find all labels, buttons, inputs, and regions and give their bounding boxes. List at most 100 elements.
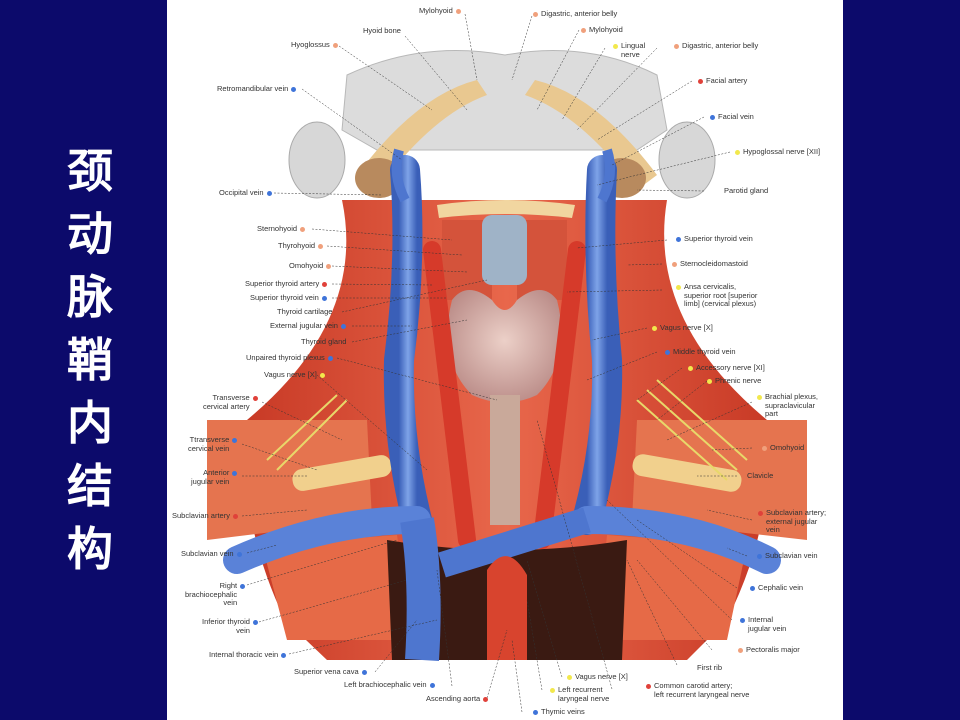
superior-thyroid-vein-right-marker (676, 237, 681, 242)
slide-title-char: 结 (67, 459, 113, 513)
slide-title-char: 动 (67, 207, 113, 261)
pectoralis-major-label: Pectoralis major (746, 645, 800, 654)
hypoglossal-nerve-label: Hypoglossal nerve [XII] (743, 147, 821, 156)
transverse-cervical-artery-label: Transverse cervical artery (203, 393, 250, 411)
sternohyoid-label: Sternohyoid (257, 224, 298, 233)
mylohyoid-top-label: Mylohyoid (419, 6, 453, 15)
thymic-veins-marker (533, 710, 538, 715)
vagus-nerve-bottom-marker (567, 675, 572, 680)
right-common-carotid (533, 241, 586, 549)
inferior-thyroid-vein-label: Inferior thyroid vein (202, 617, 250, 635)
slide-title-char: 内 (67, 396, 113, 450)
nerve-lines-left (266, 394, 348, 471)
digastric-anterior-top-marker (533, 12, 538, 17)
left-shoulder (207, 420, 372, 540)
left-subclavian-vein (223, 506, 431, 574)
occipital-vein-marker (266, 191, 272, 196)
vagus-nerve-left-label: Vagus nerve [X] (264, 370, 317, 379)
nerve-lines-right (636, 379, 748, 481)
superior-thyroid-artery-marker (322, 282, 328, 287)
brachial-plexus-label: Brachial plexus, supraclavicular part (765, 392, 818, 418)
left-brachiocephalic (400, 517, 441, 662)
accessory-nerve-marker (688, 366, 693, 371)
superior-vena-cava-marker (361, 670, 367, 675)
inferior-thyroid-vein-marker (252, 620, 258, 625)
slide-title: 颈动脉鞘内结构 (58, 140, 122, 581)
superior-thyroid-vein-left-marker (321, 296, 327, 301)
right-brachiocephalic (438, 507, 591, 578)
subclavian-vein-right-marker (757, 554, 762, 559)
left-pectoral (262, 535, 412, 640)
subclavian-artery-right-label: Subclavian artery; external jugular vein (766, 508, 827, 534)
digastric-anterior-top-label: Digastric, anterior belly (541, 9, 618, 18)
internal-thoracic-vein-marker (281, 653, 287, 658)
brachial-plexus-marker (757, 395, 762, 400)
ansa-cervicalis-marker (676, 285, 681, 290)
superior-thyroid-artery-label: Superior thyroid artery (245, 279, 320, 288)
digastric-anterior-right-label: Digastric, anterior belly (682, 41, 759, 50)
sternocleidomastoid-marker (672, 262, 677, 267)
anterior-jugular-vein-label: Anterior jugular vein (191, 468, 230, 486)
internal-thoracic-vein-label: Internal thoracic vein (209, 650, 279, 659)
occipital-vein-label: Occipital vein (219, 188, 264, 197)
neck-anatomy-illustration (207, 13, 807, 713)
slide-title-char: 颈 (67, 144, 113, 198)
left-internal-jugular (383, 155, 432, 535)
thyroid-cartilage-label: Thyroid cartilage (277, 307, 333, 316)
ascending-aorta-marker (483, 697, 489, 702)
accessory-nerve-label: Accessory nerve [XI] (696, 363, 765, 372)
left-common-carotid (423, 241, 476, 549)
thyroid-cartilage (482, 215, 527, 285)
right-clavicle (632, 454, 742, 492)
cephalic-vein-label: Cephalic vein (758, 583, 804, 592)
mylohyoid-right-label: Mylohyoid (589, 25, 623, 34)
hyoid-bone-label: Hyoid bone (363, 26, 401, 35)
internal-jugular-vein-marker (740, 618, 745, 623)
ascending-aorta-label: Ascending aorta (426, 694, 481, 703)
left-recurrent-laryngeal-nerve-label: Left recurrent laryngeal nerve (558, 685, 610, 703)
slide-title-char: 构 (67, 522, 113, 576)
subclavian-artery-left-marker (232, 514, 238, 519)
thymic-veins-label: Thymic veins (541, 707, 585, 716)
subclavian-artery-right-marker (758, 511, 763, 516)
right-brachiocephalic-vein-marker (240, 584, 246, 589)
thyroid-gland-label: Thyroid gland (301, 337, 347, 346)
omohyoid-left-marker (326, 264, 332, 269)
facial-vein-right (597, 148, 616, 203)
ascending-aorta-shape (487, 556, 527, 660)
right-internal-jugular (572, 155, 623, 535)
vagus-nerve-bottom-label: Vagus nerve [X] (575, 672, 628, 681)
left-brachiocephalic-vein-marker (429, 683, 435, 688)
first-rib-label: First rib (697, 663, 722, 672)
cephalic-vein-marker (750, 586, 755, 591)
external-jugular-vein-label: External jugular vein (270, 321, 338, 330)
transverse-cervical-vein-label: Ttransverse cervical vein (188, 435, 230, 453)
middle-thyroid-vein-label: Middle thyroid vein (673, 347, 736, 356)
hyoglossus-marker (332, 43, 338, 48)
facial-artery-marker (698, 79, 703, 84)
omohyoid-right-marker (762, 446, 767, 451)
ansa-cervicalis-label: Ansa cervicalis, superior root [superior… (684, 282, 758, 308)
retromandibular-vein-label: Retromandibular vein (217, 84, 289, 93)
facial-vein-left (391, 148, 410, 203)
common-carotid-artery-marker (646, 684, 651, 689)
sternohyoid-marker (300, 227, 306, 232)
transverse-cervical-artery-marker (252, 396, 258, 401)
mylohyoid-right-marker (581, 28, 586, 33)
internal-jugular-vein-label: Internal jugular vein (748, 615, 787, 633)
transverse-cervical-vein-marker (232, 438, 238, 443)
middle-thyroid-vein-marker (665, 350, 670, 355)
slide-title-char: 脉 (67, 270, 113, 324)
right-pectoral (597, 535, 747, 640)
lingual-nerve-marker (613, 44, 618, 49)
unpaired-thyroid-plexus-marker (327, 356, 333, 361)
hyoglossus-label: Hyoglossus (291, 40, 330, 49)
vagus-nerve-right-marker (652, 326, 657, 331)
clavicle-label: Clavicle (747, 471, 774, 480)
omohyoid-left-label: Omohyoid (289, 261, 324, 270)
leader-lines (241, 13, 753, 713)
thyrohyoid-label: Thyrohyoid (278, 241, 316, 250)
retromandibular-vein-marker (291, 87, 297, 92)
phrenic-nerve-marker (707, 379, 712, 384)
